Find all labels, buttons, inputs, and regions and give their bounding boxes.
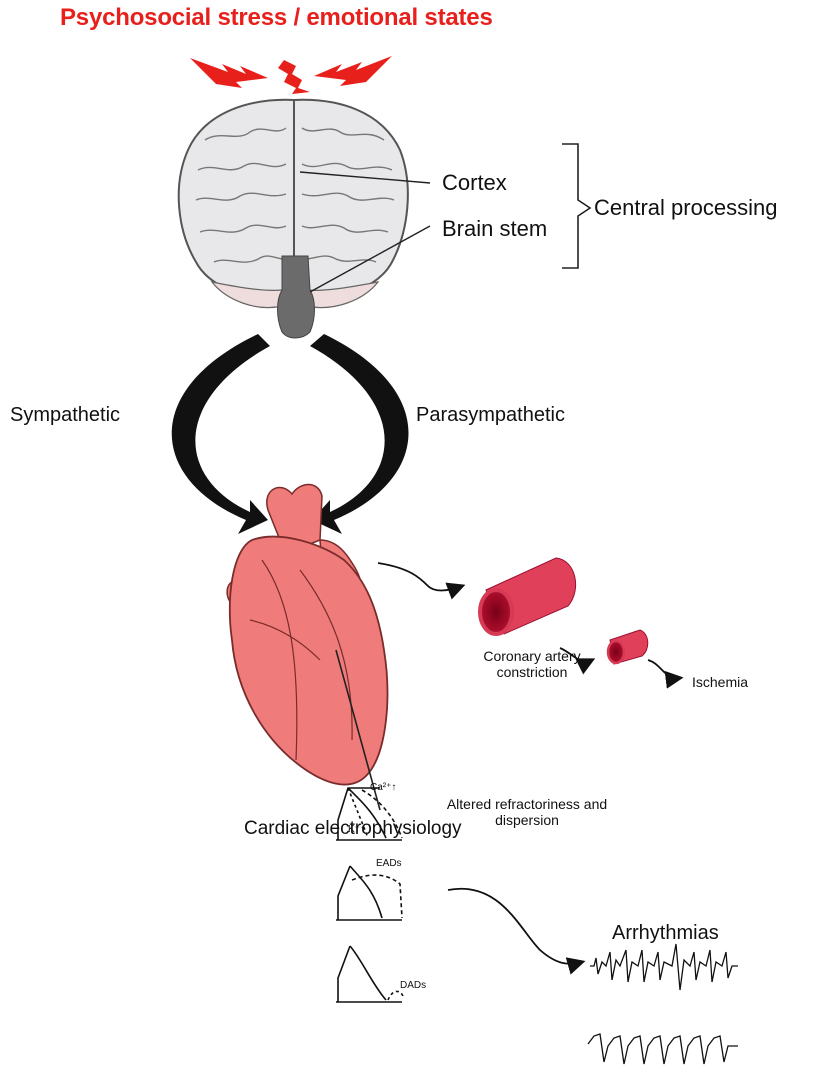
potassium-label: K⁺↑ <box>348 824 365 835</box>
ap-panel-eads <box>336 866 402 920</box>
brain-left-hemisphere <box>179 100 294 302</box>
lightning-left-icon <box>190 58 268 90</box>
artery-small-lumen <box>608 641 624 663</box>
arrhythmias-label: Arrhythmias <box>612 922 719 945</box>
refractoriness-line-1: Altered refractoriness and <box>418 796 636 812</box>
ecg-trace-bottom <box>588 1034 738 1064</box>
lightning-right-icon <box>314 56 392 88</box>
brain-right-hemisphere <box>294 100 408 302</box>
calcium-label: Ca²⁺↑ <box>370 782 396 793</box>
coronary-constriction-label: Coronary artery constriction <box>468 648 596 680</box>
ischemia-label: Ischemia <box>692 674 748 690</box>
heart-illustration <box>227 485 387 811</box>
parasympathetic-label: Parasympathetic <box>416 404 565 427</box>
brainstem-label: Brain stem <box>442 216 547 242</box>
lightning-center-icon <box>278 60 310 94</box>
central-processing-brace <box>562 144 590 268</box>
artery-arrow-2 <box>648 660 680 678</box>
coronary-label-line-1: Coronary artery <box>468 648 596 664</box>
eads-to-arrhythmia-arrow <box>448 889 582 964</box>
cortex-label: Cortex <box>442 170 507 196</box>
brainstem-shape <box>278 256 315 338</box>
ecg-traces <box>588 944 738 1064</box>
ap-panel-dads <box>336 946 404 1002</box>
stress-lightning-icons <box>190 56 392 94</box>
central-processing-label: Central processing <box>594 195 777 221</box>
dads-label: DADs <box>400 980 426 991</box>
refractoriness-line-2: dispersion <box>418 812 636 828</box>
refractoriness-label: Altered refractoriness and dispersion <box>418 796 636 828</box>
heart-to-vessel-arrow <box>378 563 462 591</box>
parasympathetic-arrow <box>310 334 409 534</box>
eads-label: EADs <box>376 858 402 869</box>
sympathetic-arrow <box>172 334 270 534</box>
heart-body <box>230 537 388 785</box>
artery-large-lumen <box>480 590 512 634</box>
ecg-trace-top <box>590 944 738 990</box>
coronary-label-line-2: constriction <box>468 664 596 680</box>
sympathetic-label: Sympathetic <box>10 404 120 427</box>
